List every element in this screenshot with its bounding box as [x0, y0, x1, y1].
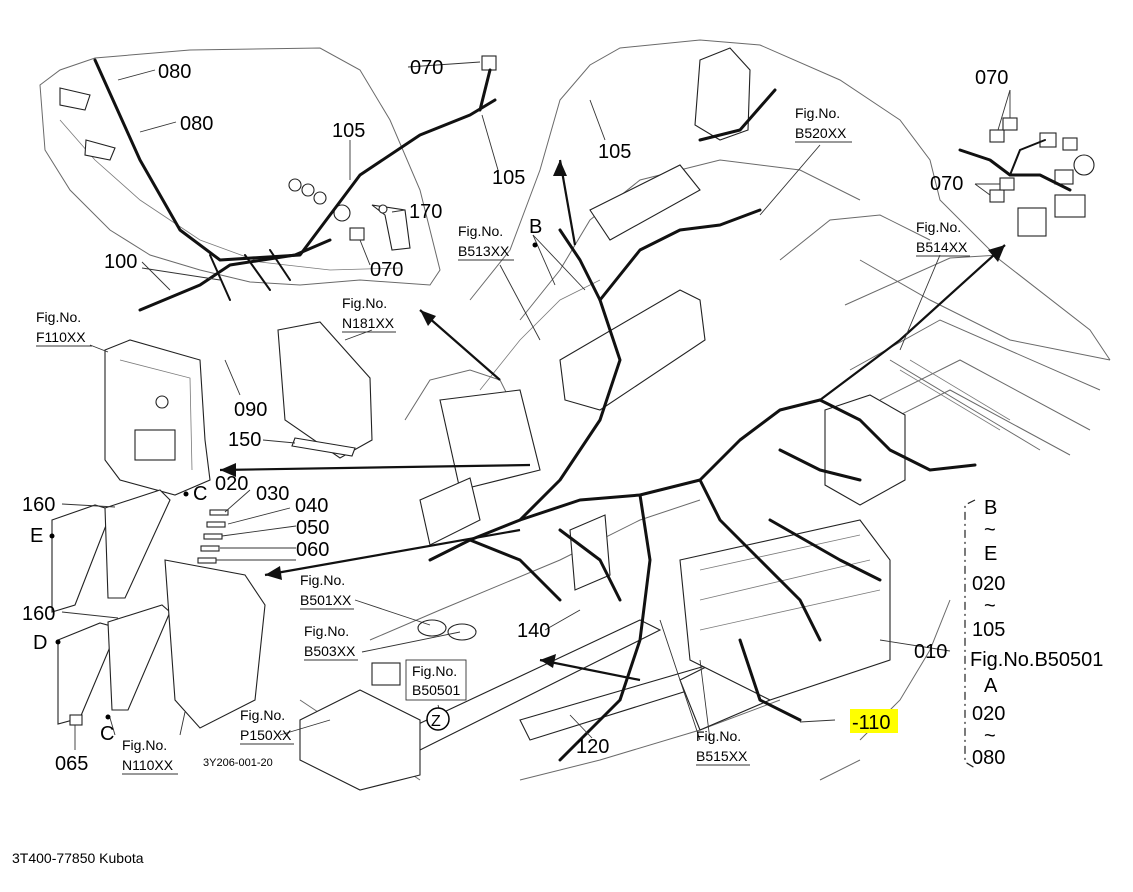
side-note-a: A — [984, 675, 998, 697]
fig-b514-number[interactable]: B514XX — [916, 239, 968, 255]
side-note-fig[interactable]: Fig.No.B50501 — [970, 649, 1103, 671]
side-note-020: 020 — [972, 573, 1005, 595]
reference-arrows — [219, 159, 1006, 682]
label-070-c: 070 — [975, 67, 1008, 89]
fig-b514-title[interactable]: Fig.No. — [916, 219, 961, 235]
fig-p150-number[interactable]: P150XX — [240, 727, 292, 743]
label-150: 150 — [228, 429, 261, 451]
machine-outline — [39, 39, 1111, 791]
label-c-bottom: C — [100, 723, 114, 745]
fig-f110-number[interactable]: F110XX — [36, 329, 86, 345]
fig-b50501-number[interactable]: B50501 — [412, 682, 460, 698]
label-c-top: C — [193, 483, 207, 505]
label-105-c: 105 — [598, 141, 631, 163]
label-070-d: 070 — [930, 173, 963, 195]
fig-b503-number[interactable]: B503XX — [304, 643, 356, 659]
label-070-b: 070 — [370, 259, 403, 281]
side-note-tilde-2: ~ — [984, 725, 996, 747]
side-note-tilde-1: ~ — [984, 595, 996, 617]
fig-b50501-title[interactable]: Fig.No. — [412, 663, 457, 679]
label-080-b: 080 — [180, 113, 213, 135]
side-note-105: 105 — [972, 619, 1005, 641]
side-note-080: 080 — [972, 747, 1005, 769]
label-b: B — [529, 216, 542, 238]
label-e: E — [30, 525, 43, 547]
label-060: 060 — [296, 539, 329, 561]
label-090: 090 — [234, 399, 267, 421]
fig-b520-title[interactable]: Fig.No. — [795, 105, 840, 121]
leader-lines — [61, 61, 1011, 750]
c-marker-dot-bottom — [105, 714, 111, 720]
fig-b520-number[interactable]: B520XX — [795, 125, 847, 141]
drawing-code: 3Y206-001-20 — [203, 757, 273, 769]
fig-f110-title[interactable]: Fig.No. — [36, 309, 81, 325]
c-marker-dot-top — [183, 491, 189, 497]
label-140: 140 — [517, 620, 550, 642]
label-065: 065 — [55, 753, 88, 775]
label-160-b: 160 — [22, 603, 55, 625]
highlight-110 — [850, 709, 898, 733]
fig-b501-title[interactable]: Fig.No. — [300, 572, 345, 588]
label-050: 050 — [296, 517, 329, 539]
label-120: 120 — [576, 736, 609, 758]
side-note-b: B — [984, 497, 997, 519]
label-170: 170 — [409, 201, 442, 223]
label-040: 040 — [295, 495, 328, 517]
component-drawings — [51, 47, 1095, 729]
harness-wires — [93, 58, 1072, 762]
e-marker-dot — [49, 533, 55, 539]
label-d: D — [33, 632, 47, 654]
part-number-labels: 080 080 070 105 105 105 170 070 100 090 … — [22, 57, 1008, 775]
part-caption: 3T400-77850 Kubota — [12, 850, 144, 866]
fig-p150-title[interactable]: Fig.No. — [240, 707, 285, 723]
b-marker-dot — [532, 242, 538, 248]
label-z: Z — [431, 713, 441, 730]
side-note-e: E — [984, 543, 997, 565]
fig-b515-number[interactable]: B515XX — [696, 748, 748, 764]
fig-b501-number[interactable]: B501XX — [300, 592, 352, 608]
fig-b513-title[interactable]: Fig.No. — [458, 223, 503, 239]
label-110: -110 — [852, 712, 891, 734]
side-note-020-b: 020 — [972, 703, 1005, 725]
fig-n110-number[interactable]: N110XX — [122, 757, 174, 773]
label-100: 100 — [104, 251, 137, 273]
label-080-a: 080 — [158, 61, 191, 83]
label-105-a: 105 — [332, 120, 365, 142]
d-marker-dot — [55, 639, 61, 645]
label-010: 010 — [914, 641, 947, 663]
fig-n181-title[interactable]: Fig.No. — [342, 295, 387, 311]
label-160-a: 160 — [22, 494, 55, 516]
label-105-b: 105 — [492, 167, 525, 189]
label-020: 020 — [215, 473, 248, 495]
fig-b503-title[interactable]: Fig.No. — [304, 623, 349, 639]
fig-n110-title[interactable]: Fig.No. — [122, 737, 167, 753]
figure-references: Fig.No. F110XX Fig.No. N181XX Fig.No. B5… — [36, 105, 970, 775]
fig-b513-number[interactable]: B513XX — [458, 243, 510, 259]
fig-n181-number[interactable]: N181XX — [342, 315, 395, 331]
side-note-b-tilde: ~ — [984, 519, 996, 541]
label-070-a: 070 — [410, 57, 443, 79]
fig-b515-title[interactable]: Fig.No. — [696, 728, 741, 744]
side-note: B ~ E 020 ~ 105 Fig.No.B50501 A 020 ~ 08… — [970, 497, 1103, 769]
z-marker-circle — [426, 707, 450, 731]
side-note-bracket — [964, 499, 976, 769]
label-030: 030 — [256, 483, 289, 505]
